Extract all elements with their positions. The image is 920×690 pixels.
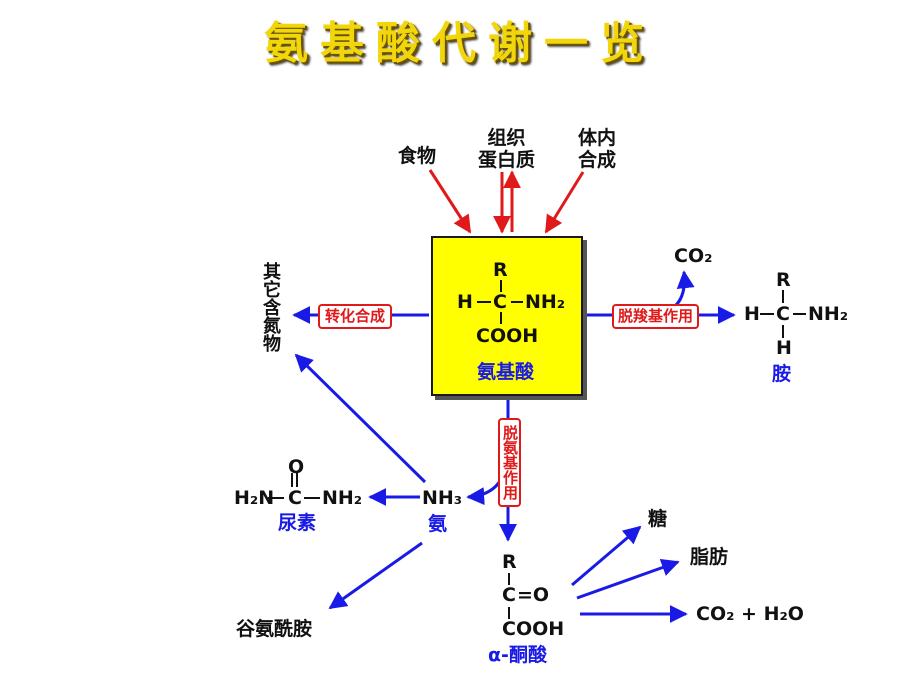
- amine-h-left: H: [744, 303, 760, 325]
- sugar-label: 糖: [648, 508, 668, 530]
- arrow-food: [428, 169, 472, 234]
- fat-label: 脂肪: [690, 546, 729, 568]
- urea-h2n: H₂N: [234, 487, 275, 509]
- co2-label: CO₂: [674, 245, 713, 267]
- keto-acid-label: α-酮酸: [488, 644, 547, 666]
- amino-acid-c: C: [493, 291, 507, 313]
- amine-nh2: NH₂: [808, 303, 849, 325]
- page-title: 氨基酸代谢一览: [264, 18, 656, 69]
- other-nitrogen-compounds: 其它含氮物: [260, 262, 281, 352]
- ammonia-label: 氨: [428, 513, 448, 535]
- amino-acid-name: 氨基酸: [477, 361, 535, 383]
- source-tissue-protein: 组织 蛋白质: [478, 127, 536, 171]
- arrow-to-fat: [576, 558, 680, 600]
- urea-o: O: [288, 456, 305, 478]
- keto-acid-o: =O: [517, 584, 550, 606]
- nh3-label: NH₃: [422, 487, 463, 509]
- keto-acid-r: R: [502, 551, 517, 573]
- amino-acid-nh2: NH₂: [525, 291, 566, 313]
- amine-r: R: [776, 269, 791, 291]
- urea-c: C: [288, 487, 302, 509]
- urea-bonds: [268, 473, 320, 499]
- glutamine-label: 谷氨酰胺: [236, 618, 313, 640]
- arrow-nh3-to-glutamine: [328, 541, 423, 610]
- amino-acid-r: R: [493, 259, 508, 281]
- co2-h2o-label: CO₂ + H₂O: [696, 603, 804, 625]
- arrow-nh3-to-other: [294, 353, 427, 484]
- urea-nh2: NH₂: [322, 487, 363, 509]
- amine-h-bottom: H: [776, 337, 792, 359]
- process-deamination: 脱氨基作用: [498, 418, 521, 507]
- keto-acid-c: C: [502, 584, 516, 606]
- amine-c: C: [776, 303, 790, 325]
- amino-acid-h: H: [457, 291, 473, 313]
- arrow-to-sugar: [571, 525, 642, 587]
- amino-acid-cooh: COOH: [476, 325, 539, 347]
- process-decarboxylation: 脱羧基作用: [612, 304, 700, 329]
- source-body-synthesis: 体内 合成: [578, 127, 617, 171]
- keto-acid-cooh: COOH: [502, 618, 565, 640]
- source-food: 食物: [398, 145, 437, 167]
- amine-bonds: [760, 290, 806, 338]
- amino-acid-bonds: [477, 280, 523, 324]
- process-transformation: 转化合成: [318, 304, 393, 329]
- amino-acid-box: R H C NH₂ COOH 氨基酸: [431, 236, 583, 396]
- arrow-body-synthesis: [544, 171, 585, 234]
- urea-label: 尿素: [278, 512, 317, 534]
- amine-label: 胺: [772, 363, 792, 385]
- keto-acid-bonds: [508, 573, 510, 619]
